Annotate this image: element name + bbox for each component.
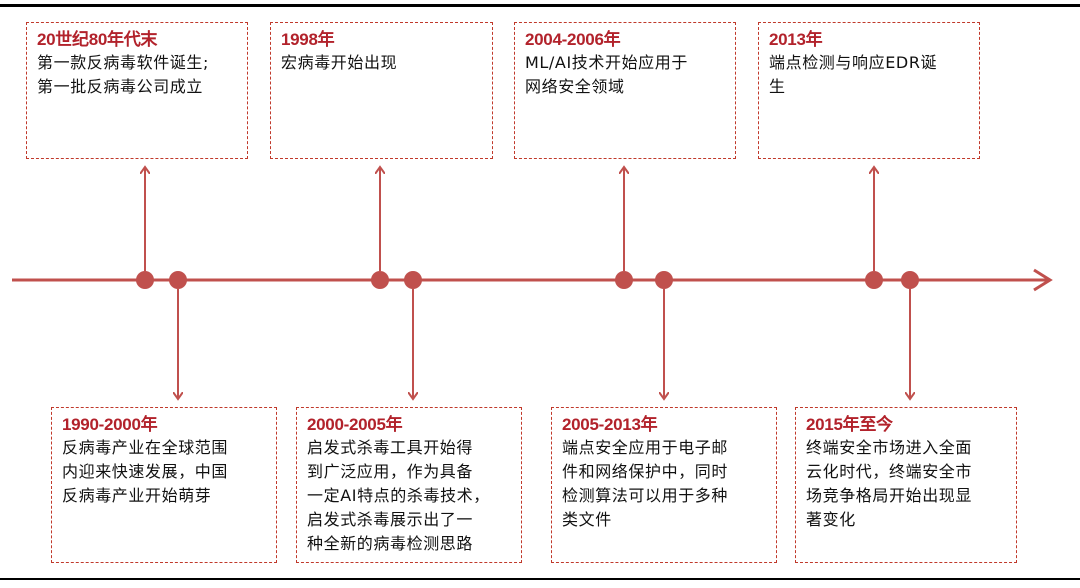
bottom-rule: [0, 578, 1080, 580]
event-date: 2013年: [769, 30, 823, 49]
event-description: 启发式杀毒工具开始得 到广泛应用，作为具备 一定AI特点的杀毒技术， 启发式杀毒…: [307, 438, 490, 553]
timeline-dot: [615, 271, 633, 289]
timeline-arrow-head: [1033, 268, 1053, 292]
timeline-dot: [655, 271, 673, 289]
event-description: 第一款反病毒软件诞生; 第一批反病毒公司成立: [37, 53, 209, 96]
timeline-dot: [901, 271, 919, 289]
timeline-dot: [404, 271, 422, 289]
event-date: 2005-2013年: [562, 415, 658, 434]
event-box-2013: 2013年 端点检测与响应EDR诞 生: [758, 22, 980, 159]
event-description: ML/AI技术开始应用于 网络安全领域: [525, 53, 688, 96]
event-date: 20世纪80年代末: [37, 30, 158, 49]
event-box-2005-2013: 2005-2013年 端点安全应用于电子邮 件和网络保护中，同时 检测算法可以用…: [551, 407, 777, 563]
event-description: 反病毒产业在全球范围 内迎来快速发展，中国 反病毒产业开始萌芽: [62, 438, 229, 505]
event-box-1990-2000: 1990-2000年 反病毒产业在全球范围 内迎来快速发展，中国 反病毒产业开始…: [51, 407, 277, 563]
event-date: 2015年至今: [806, 415, 893, 434]
event-description: 端点检测与响应EDR诞 生: [769, 53, 938, 96]
event-date: 2004-2006年: [525, 30, 621, 49]
event-box-1980s: 20世纪80年代末 第一款反病毒软件诞生; 第一批反病毒公司成立: [26, 22, 248, 159]
event-box-2000-2005: 2000-2005年 启发式杀毒工具开始得 到广泛应用，作为具备 一定AI特点的…: [296, 407, 522, 563]
event-box-1998: 1998年 宏病毒开始出现: [270, 22, 493, 159]
timeline-dot: [865, 271, 883, 289]
event-date: 1998年: [281, 30, 335, 49]
event-date: 2000-2005年: [307, 415, 403, 434]
event-date: 1990-2000年: [62, 415, 158, 434]
timeline-dot: [371, 271, 389, 289]
event-box-2004-2006: 2004-2006年 ML/AI技术开始应用于 网络安全领域: [514, 22, 736, 159]
event-description: 终端安全市场进入全面 云化时代，终端安全市 场竞争格局开始出现显 著变化: [806, 438, 973, 529]
event-box-2015-present: 2015年至今 终端安全市场进入全面 云化时代，终端安全市 场竞争格局开始出现显…: [795, 407, 1017, 563]
top-rule: [0, 4, 1080, 7]
timeline-dot: [169, 271, 187, 289]
event-description: 宏病毒开始出现: [281, 53, 398, 72]
timeline-dot: [136, 271, 154, 289]
event-description: 端点安全应用于电子邮 件和网络保护中，同时 检测算法可以用于多种 类文件: [562, 438, 729, 529]
